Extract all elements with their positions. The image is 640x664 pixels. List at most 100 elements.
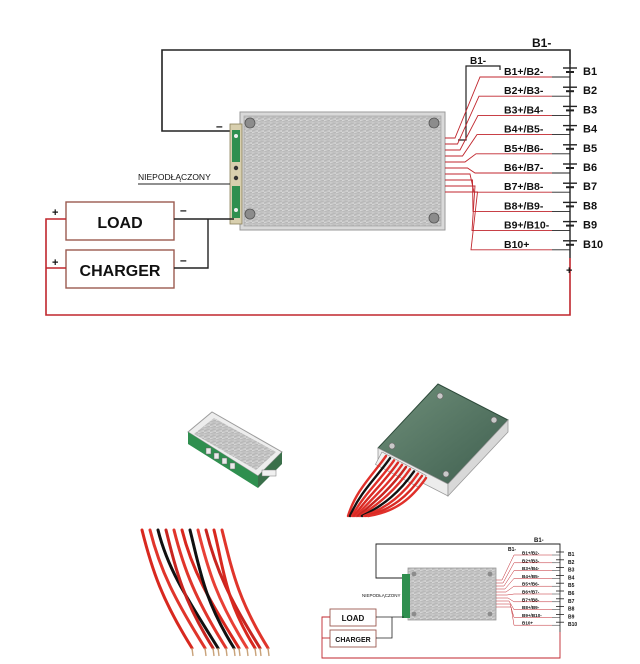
balance-wire xyxy=(445,173,552,193)
small-cell-label: B10 xyxy=(568,622,577,628)
photo-wire xyxy=(350,459,396,518)
wire-label: B1+/B2- xyxy=(504,66,544,78)
small-cell-label: B3 xyxy=(568,568,575,574)
small-cell-label: B5 xyxy=(568,583,575,589)
photo-wire-bundle xyxy=(346,454,428,518)
small-balance-wire xyxy=(496,600,552,610)
board-minus-sign: – xyxy=(216,119,223,133)
wire-label: B10+ xyxy=(504,239,529,251)
load-plus: + xyxy=(52,207,58,219)
small-top-b1-minus: B1- xyxy=(534,538,544,544)
small-wire-label: B6+/B7- xyxy=(522,590,540,595)
cell-label: B7 xyxy=(583,181,597,193)
niepodlaczony-label: NIEPODŁĄCZONY xyxy=(138,172,211,182)
small-wire-label: B4+/B5- xyxy=(522,574,540,579)
cell-label: B1 xyxy=(583,66,597,78)
charger-plus: + xyxy=(52,257,58,269)
bundle-wire xyxy=(164,528,215,650)
small-cell-label: B2 xyxy=(568,560,575,566)
charger-minus-wire xyxy=(174,219,209,269)
small-wire-label: B1+/B2- xyxy=(522,551,540,556)
small-balance-wire xyxy=(496,597,552,603)
photo-wire xyxy=(348,457,392,518)
small-cell-label: B8 xyxy=(568,607,575,613)
positive-loop-wire xyxy=(45,218,571,316)
small-board-connectors xyxy=(205,447,277,477)
battery-plus: + xyxy=(566,265,572,277)
wire-label: B5+/B6- xyxy=(504,143,544,155)
cell-label: B3 xyxy=(583,104,597,116)
small-cell-label: B6 xyxy=(568,591,575,597)
charger-label: CHARGER xyxy=(80,263,161,280)
b1-minus-wire xyxy=(161,49,571,132)
bundle-wire xyxy=(140,528,194,650)
small-wire-label: B5+/B6- xyxy=(522,582,540,587)
bundle-wire xyxy=(148,528,207,650)
photo-wire xyxy=(346,454,388,518)
pcb-green-strip xyxy=(232,186,240,218)
cell-label: B6 xyxy=(583,162,597,174)
photo-wire xyxy=(356,465,408,518)
small-wire-label: B3+/B4- xyxy=(522,566,540,571)
balance-wires xyxy=(445,76,570,251)
bms-board-green-photo xyxy=(346,383,509,518)
bundle-wire xyxy=(204,528,262,650)
wire-label: B7+/B8- xyxy=(504,181,544,193)
small-balance-wire xyxy=(496,593,552,596)
bare-wire-tip xyxy=(204,647,207,657)
cell-label: B4 xyxy=(583,124,598,136)
small-wire-labels: B1+/B2- B2+/B3- B3+/B4- B4+/B5- B5+/B6- B6+/B… xyxy=(522,551,542,626)
small-pcb-strip xyxy=(402,574,410,618)
small-cell-label: B4 xyxy=(568,575,575,581)
bare-wire-tip xyxy=(259,647,262,657)
balance-wire xyxy=(445,185,552,232)
wire-bundle-photo xyxy=(140,528,270,657)
balance-wire xyxy=(445,114,552,151)
bundle-wire xyxy=(212,528,257,650)
bare-wire-tip xyxy=(212,647,215,657)
top-b1-minus-label: B1- xyxy=(532,36,551,50)
balance-wire xyxy=(445,191,552,251)
small-wire-label: B2+/B3- xyxy=(522,558,540,563)
bundle-wire xyxy=(220,528,270,650)
cell-label: B2 xyxy=(583,85,597,97)
small-balance-wire xyxy=(496,578,552,590)
cell-label: B10 xyxy=(583,239,603,251)
load-box: LOAD xyxy=(65,201,175,241)
main-diagram: B1- B1- – NIEPODŁĄCZONY xyxy=(45,36,603,316)
small-wire-label: B7+/B8- xyxy=(522,597,540,602)
cell-label: B8 xyxy=(583,200,597,212)
balance-wire xyxy=(445,167,552,174)
charger-box: CHARGER xyxy=(65,249,175,289)
screw-icon xyxy=(428,117,440,129)
wire-label: B9+/B10- xyxy=(504,220,550,232)
small-balance-wire xyxy=(496,585,552,593)
small-balance-wire xyxy=(496,554,552,581)
small-balance-wire xyxy=(496,570,552,587)
inner-b1-wire xyxy=(458,65,501,141)
bare-wire-tip xyxy=(217,647,220,657)
bundle-wire xyxy=(188,528,236,650)
small-balance-wire xyxy=(496,603,552,618)
photo-wire xyxy=(358,468,412,518)
photo-wire xyxy=(354,463,404,518)
small-charger-label: CHARGER xyxy=(335,637,370,644)
small-cell-label: B1 xyxy=(568,552,575,558)
bms-board xyxy=(229,111,446,231)
small-bms-board xyxy=(407,567,497,621)
pcb-green-strip xyxy=(232,130,240,162)
small-wire-label: B10+ xyxy=(522,621,533,626)
cell-label: B9 xyxy=(583,220,597,232)
bare-wire-tip xyxy=(254,647,257,657)
small-charger-box xyxy=(329,629,377,648)
load-label: LOAD xyxy=(97,215,142,232)
bare-wire-tip xyxy=(267,647,270,657)
small-inner-b1-minus: B1- xyxy=(508,547,516,553)
cell-label: B5 xyxy=(583,143,597,155)
small-niepodlaczony: NIEPODŁĄCZONY xyxy=(362,593,401,598)
small-cell-label: B9 xyxy=(568,614,575,620)
small-cell-label: B7 xyxy=(568,599,575,605)
